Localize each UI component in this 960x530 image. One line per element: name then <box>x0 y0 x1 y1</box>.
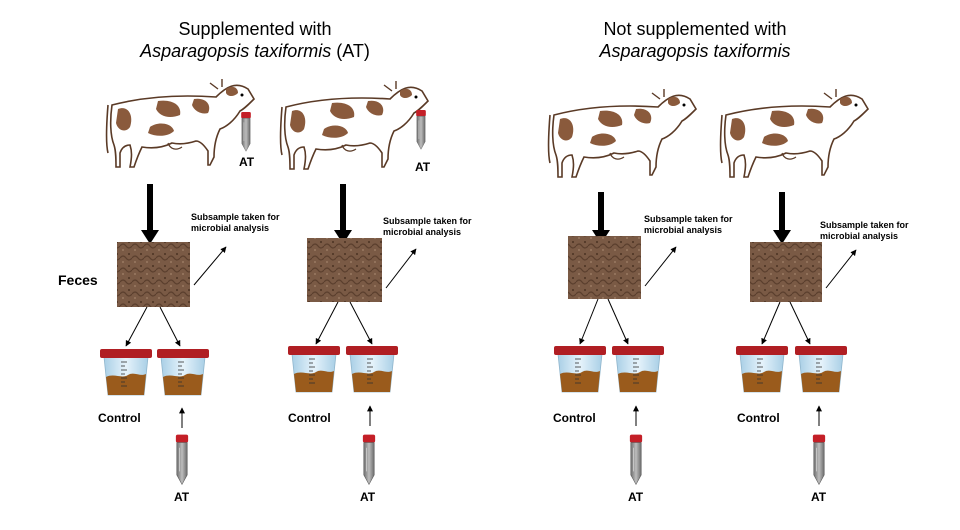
subsample-line-2: microbial analysis <box>820 231 899 241</box>
sample-cup-at <box>612 345 664 393</box>
subsample-arrows <box>193 246 857 289</box>
title-line-2: Asparagopsis taxiformis <box>570 40 820 62</box>
feces-sample-image <box>117 242 190 307</box>
sample-cup-control <box>288 345 340 393</box>
cow-illustration <box>719 88 869 178</box>
at-label: AT <box>415 160 431 174</box>
title-line-2: Asparagopsis taxiformis (AT) <box>130 40 380 62</box>
title-suffix: (AT) <box>331 41 370 61</box>
at-label: AT <box>811 490 827 504</box>
feces-label: Feces <box>58 272 98 288</box>
feces-sample-image <box>568 236 641 299</box>
feces-sample-image <box>750 242 822 302</box>
at-tube-icon <box>175 434 189 485</box>
subsample-note: Subsample taken for microbial analysis <box>644 214 733 236</box>
control-label: Control <box>737 411 780 425</box>
cow-illustration <box>279 80 429 170</box>
subsample-line-1: Subsample taken for <box>191 212 280 222</box>
species-name: Asparagopsis taxiformis <box>140 41 332 61</box>
subsample-line-1: Subsample taken for <box>383 216 472 226</box>
sample-cup-at <box>346 345 398 393</box>
at-tube-icon <box>812 434 826 485</box>
at-label: AT <box>628 490 644 504</box>
subsample-line-2: microbial analysis <box>383 227 462 237</box>
subsample-line-2: microbial analysis <box>191 223 270 233</box>
title-line-1: Not supplemented with <box>603 19 787 39</box>
title-line-1: Supplemented with <box>178 19 332 39</box>
subsample-note: Subsample taken for microbial analysis <box>383 216 472 238</box>
subsample-note: Subsample taken for microbial analysis <box>191 212 280 234</box>
subsample-line-1: Subsample taken for <box>644 214 733 224</box>
at-tube-icon <box>415 110 427 150</box>
cow-illustration <box>547 88 697 178</box>
subsample-line-1: Subsample taken for <box>820 220 909 230</box>
split-arrows <box>125 298 811 347</box>
sample-cup-control <box>100 348 152 396</box>
at-label: AT <box>174 490 190 504</box>
subsample-line-2: microbial analysis <box>644 225 723 235</box>
group-title-supplemented: Supplemented with Asparagopsis taxiformi… <box>130 18 380 62</box>
at-tube-icon <box>362 434 376 485</box>
group-title-not-supplemented: Not supplemented with Asparagopsis taxif… <box>570 18 820 62</box>
at-label: AT <box>239 155 255 169</box>
control-label: Control <box>98 411 141 425</box>
at-label: AT <box>360 490 376 504</box>
subsample-note: Subsample taken for microbial analysis <box>820 220 909 242</box>
sample-cup-control <box>554 345 606 393</box>
species-name: Asparagopsis taxiformis <box>599 41 791 61</box>
sample-cup-at <box>795 345 847 393</box>
feces-sample-image <box>307 238 382 302</box>
sample-cup-at <box>157 348 209 396</box>
sample-cup-control <box>736 345 788 393</box>
control-label: Control <box>288 411 331 425</box>
cow-illustration <box>105 78 255 168</box>
control-label: Control <box>553 411 596 425</box>
at-tube-icon <box>629 434 643 485</box>
at-addition-arrows <box>179 405 822 428</box>
at-tube-icon <box>240 112 252 152</box>
